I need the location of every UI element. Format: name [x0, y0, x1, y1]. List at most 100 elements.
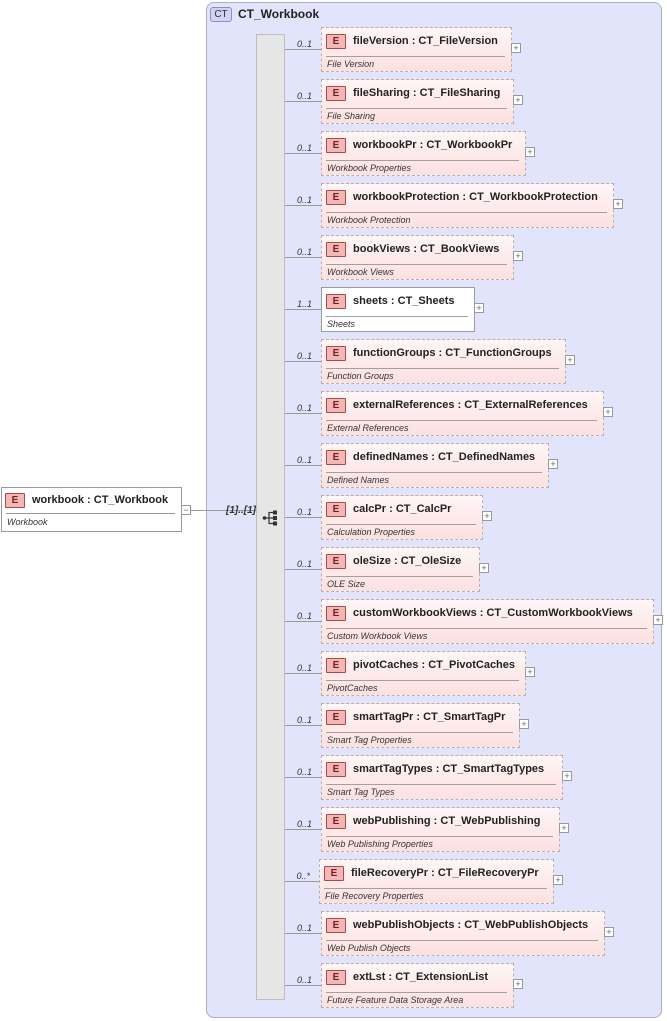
element-divider — [326, 108, 507, 109]
complex-type-header: CT CT_Workbook — [210, 6, 319, 22]
element-divider — [326, 784, 556, 785]
expand-toggle[interactable]: + — [653, 615, 663, 625]
element-connector — [285, 777, 321, 778]
sequence-compositor-icon[interactable] — [262, 509, 280, 527]
element-description: Workbook Protection — [327, 215, 411, 225]
element-badge: E — [326, 345, 346, 361]
expand-toggle[interactable]: + — [513, 95, 523, 105]
expand-toggle[interactable]: + — [513, 979, 523, 989]
expand-toggle[interactable]: + — [548, 459, 558, 469]
element-type: CT_WorkbookPr — [426, 139, 513, 151]
expand-toggle[interactable]: + — [565, 355, 575, 365]
element-description: OLE Size — [327, 579, 366, 589]
element-badge: E — [326, 761, 346, 777]
element-divider — [326, 160, 519, 161]
expand-toggle[interactable]: + — [613, 199, 623, 209]
element-multiplicity: 0..1 — [296, 403, 312, 413]
element-type: CT_CustomWorkbookViews — [486, 607, 633, 619]
expand-toggle[interactable]: + — [511, 43, 521, 53]
element-divider — [326, 836, 553, 837]
element-name: bookViews — [353, 243, 411, 255]
type-separator: : — [410, 243, 421, 255]
element-connector — [285, 621, 321, 622]
root-divider — [6, 513, 175, 514]
expand-toggle[interactable]: + — [559, 823, 569, 833]
expand-toggle[interactable]: + — [513, 251, 523, 261]
element-badge: E — [326, 189, 346, 205]
root-multiplicity: [1]..[1] — [226, 505, 256, 516]
collapse-toggle[interactable]: − — [181, 505, 191, 515]
expand-toggle[interactable]: + — [479, 563, 489, 573]
element-connector — [285, 465, 321, 466]
element-type: CT_WebPublishing — [440, 815, 541, 827]
type-separator: : — [432, 763, 443, 775]
element-badge: E — [5, 492, 25, 508]
element-type: CT_FileVersion — [418, 35, 498, 47]
element-connector — [285, 881, 319, 882]
expand-toggle[interactable]: + — [482, 511, 492, 521]
root-element-header: E workbook : CT_Workbook — [5, 492, 168, 508]
element-badge: E — [326, 293, 346, 309]
element-multiplicity: 0..1 — [296, 39, 312, 49]
element-badge: E — [326, 553, 346, 569]
type-separator: : — [435, 347, 446, 359]
element-type: CT_FileRecoveryPr — [437, 867, 539, 879]
element-badge: E — [324, 865, 344, 881]
expand-toggle[interactable]: + — [603, 407, 613, 417]
expand-toggle[interactable]: + — [553, 875, 563, 885]
complex-type-title: CT_Workbook — [238, 7, 320, 21]
element-connector — [285, 517, 321, 518]
root-element-workbook[interactable]: E workbook : CT_Workbook Workbook — [1, 487, 182, 532]
expand-toggle[interactable]: + — [604, 927, 614, 937]
expand-toggle[interactable]: + — [519, 719, 529, 729]
element-name: webPublishObjects — [353, 919, 455, 931]
element-description: Web Publishing Properties — [327, 839, 433, 849]
element-description: File Version — [327, 59, 375, 69]
type-separator: : — [385, 971, 396, 983]
type-separator: : — [413, 711, 424, 723]
expand-toggle[interactable]: + — [525, 147, 535, 157]
element-divider — [326, 940, 598, 941]
type-separator: : — [387, 295, 398, 307]
expand-toggle[interactable]: + — [474, 303, 484, 313]
element-name: extLst — [353, 971, 386, 983]
element-name: smartTagTypes — [353, 763, 433, 775]
element-multiplicity: 0..1 — [296, 663, 312, 673]
element-divider — [326, 524, 476, 525]
element-divider — [326, 992, 507, 993]
expand-toggle[interactable]: + — [562, 771, 572, 781]
element-multiplicity: 0..1 — [296, 195, 312, 205]
element-badge: E — [326, 501, 346, 517]
type-separator: : — [476, 607, 487, 619]
element-description: External References — [327, 423, 409, 433]
expand-toggle[interactable]: + — [525, 667, 535, 677]
type-separator: : — [408, 35, 419, 47]
